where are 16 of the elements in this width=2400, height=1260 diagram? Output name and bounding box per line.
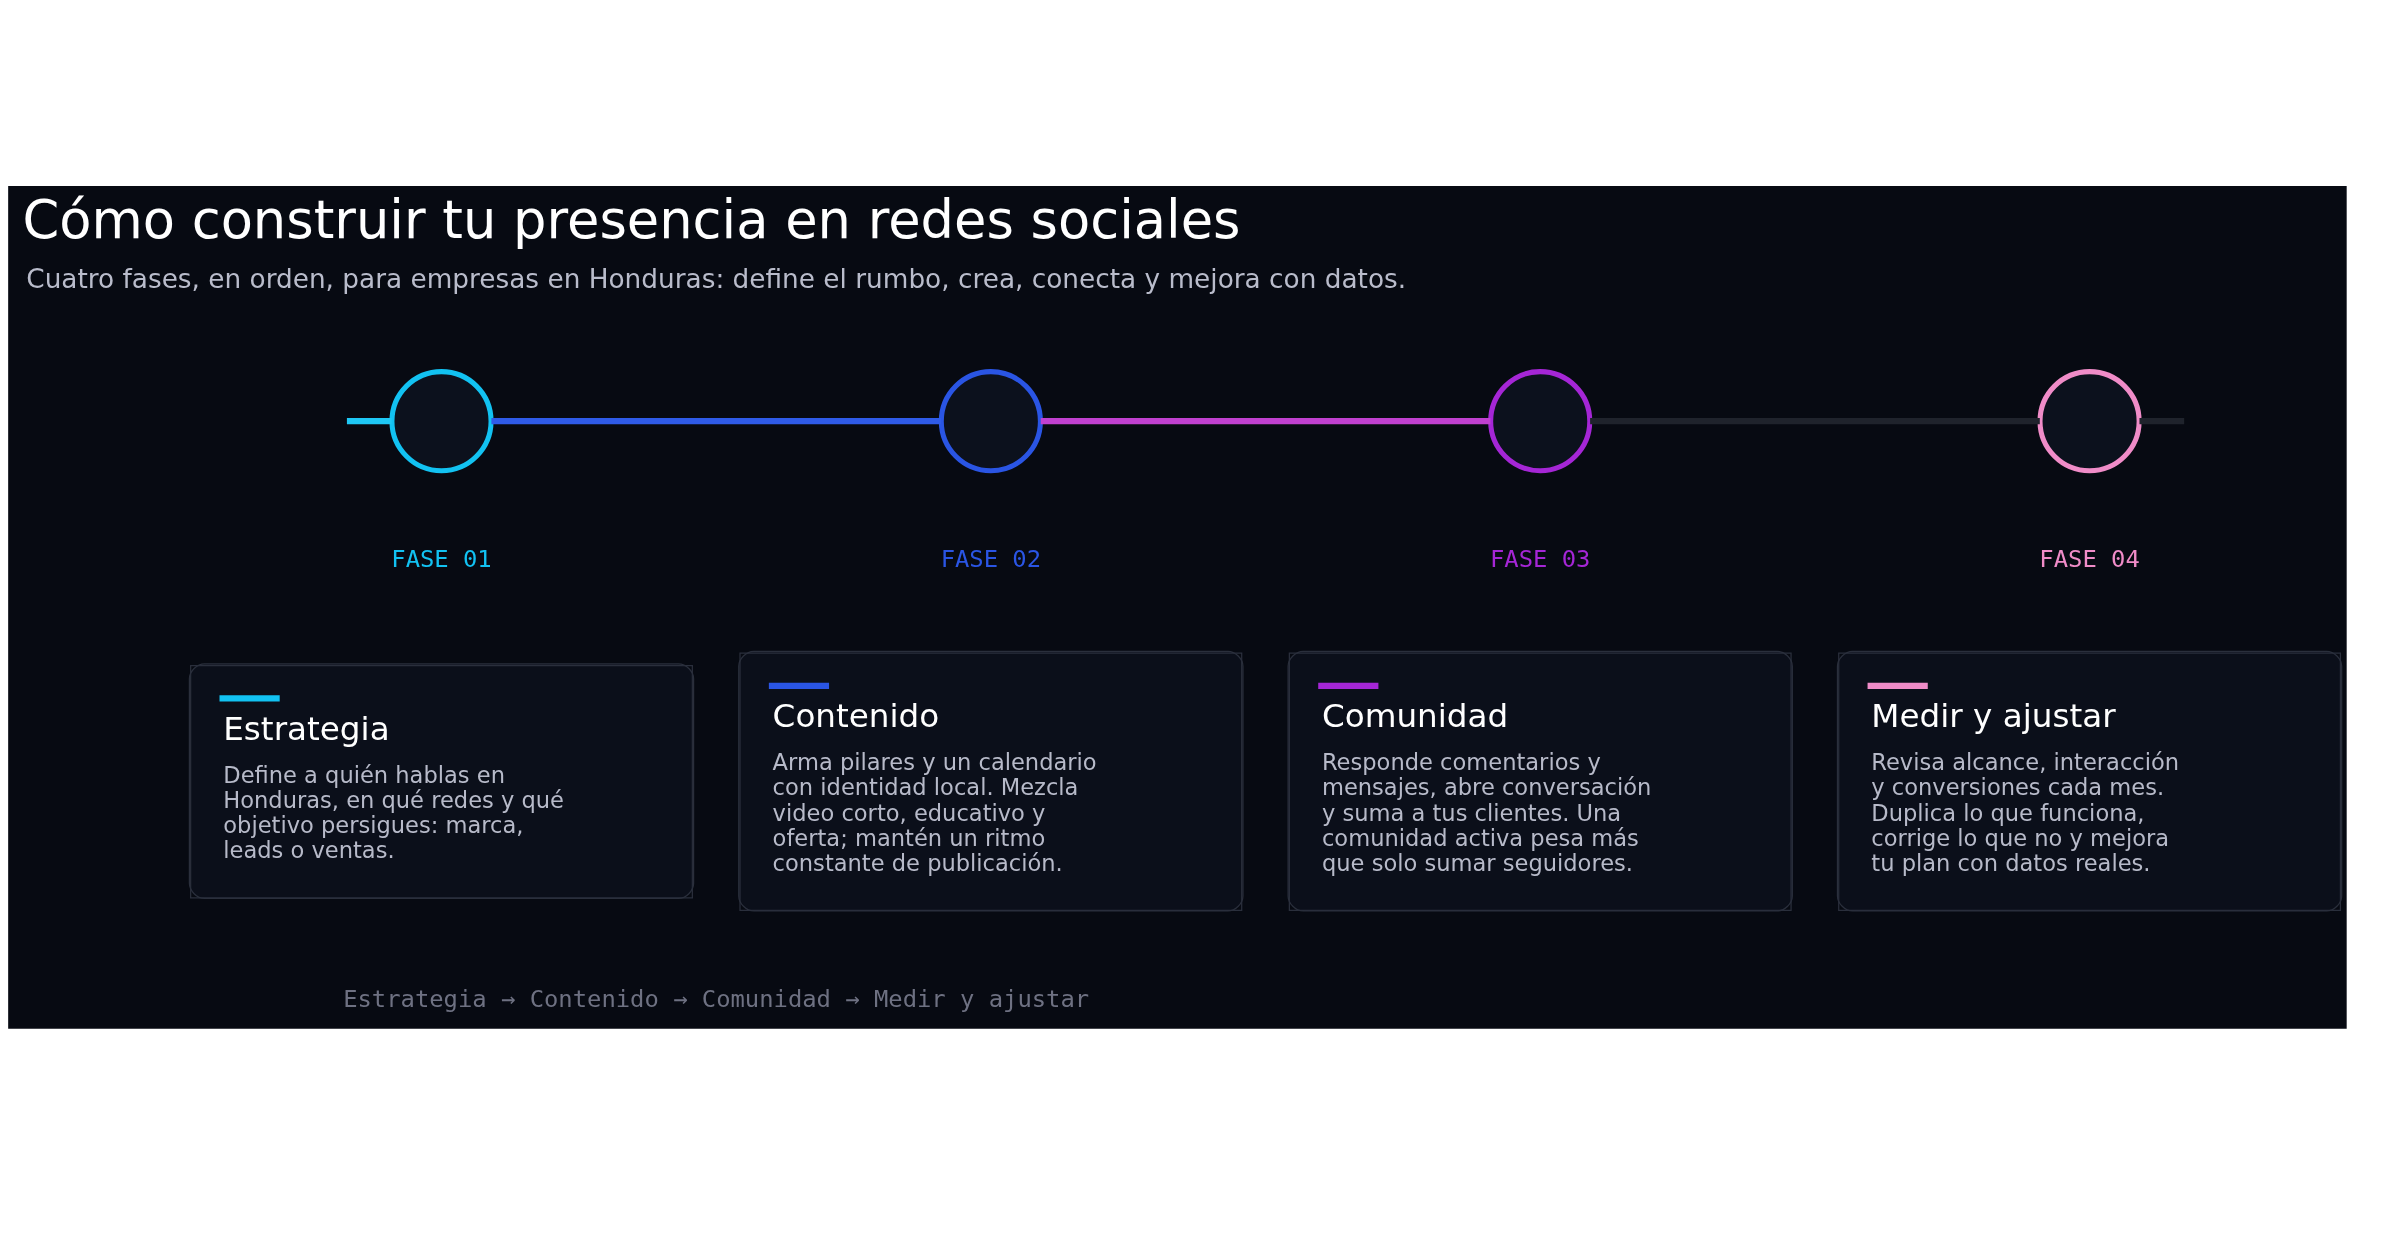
- node-circle: [2037, 369, 2142, 474]
- label: Cuatro fases, en orden, para empresas en Honduras: define el rumbo, crea, conecta y mejora con datos.: [26, 263, 1407, 294]
- connector: [491, 418, 942, 425]
- connector: [2139, 418, 2185, 425]
- diagram-title: Cómo construir tu presencia en redes sociales: [22, 189, 1241, 251]
- node-label: FASE 03: [1490, 544, 1591, 573]
- label: Estrategia → Contenido → Comunidad → Medir y ajustar: [343, 985, 1090, 1014]
- connector: [1590, 418, 2040, 425]
- node-circle: [938, 369, 1043, 474]
- node-label: FASE 04: [2039, 544, 2140, 573]
- node-label: FASE 01: [391, 544, 492, 573]
- connector: [1040, 418, 1491, 425]
- node-circle: [389, 369, 494, 474]
- connector: [346, 418, 392, 425]
- node-circle: [1488, 369, 1593, 474]
- node-label: FASE 02: [940, 544, 1042, 573]
